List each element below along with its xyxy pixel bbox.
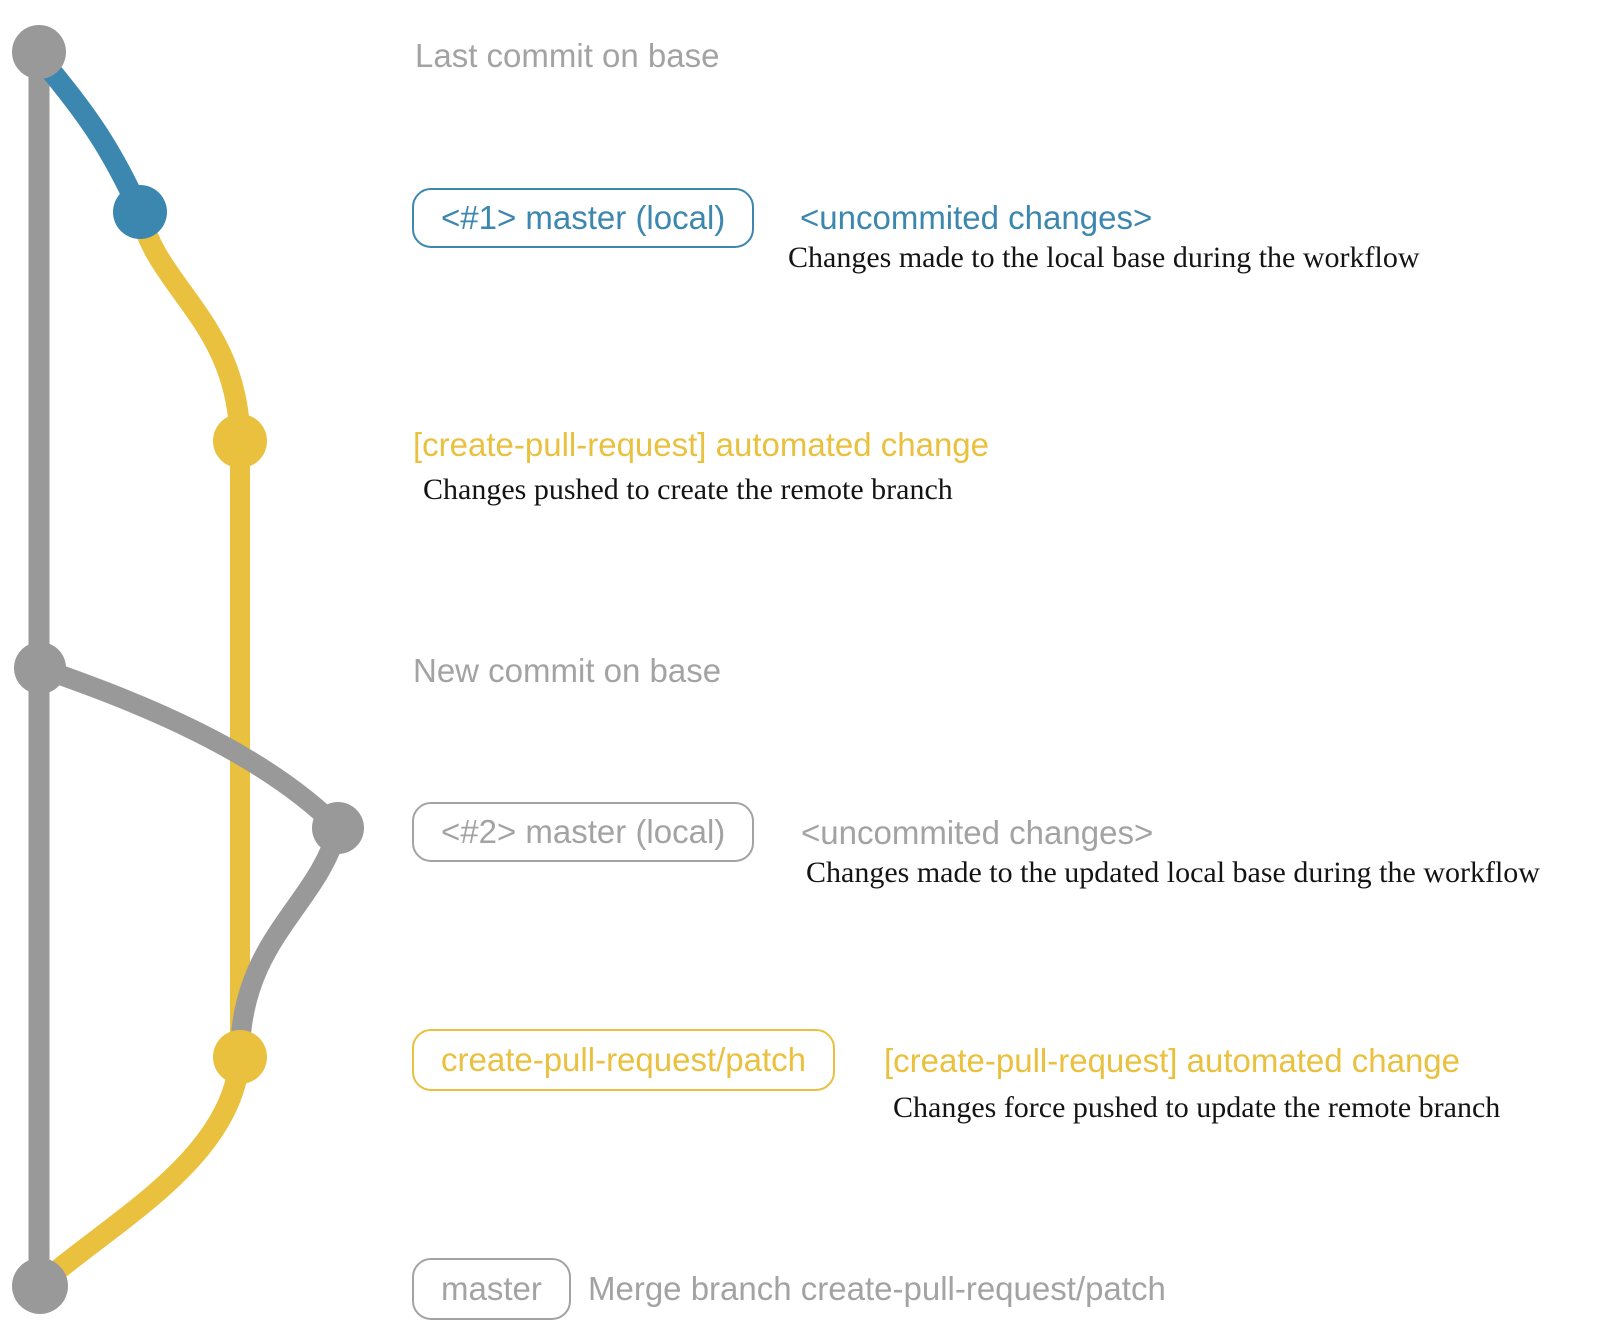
patch-branch-curve-out	[129, 209, 251, 441]
rebase-curve-in	[230, 825, 348, 1051]
tag-master: master	[412, 1258, 571, 1320]
local2-message: <uncommited changes>	[801, 814, 1154, 851]
last-commit-label: Last commit on base	[415, 37, 720, 74]
push2-message: [create-pull-request] automated change	[884, 1042, 1461, 1079]
commit-dot-local-1	[113, 185, 167, 239]
commit-dot-local-2	[312, 802, 364, 854]
tag-create-pull-request-patch: create-pull-request/patch	[412, 1029, 836, 1091]
tag-master-local-2-label: <#2> master (local)	[441, 813, 726, 850]
commit-dot-merge	[12, 1258, 68, 1314]
tag-master-label: master	[441, 1270, 542, 1307]
new-commit-label: New commit on base	[413, 652, 722, 689]
push2-description: Changes force pushed to update the remot…	[893, 1091, 1501, 1124]
tag-create-pull-request-patch-label: create-pull-request/patch	[441, 1041, 807, 1078]
push1-message: [create-pull-request] automated change	[413, 426, 990, 463]
local-branch-curve	[33, 53, 150, 217]
push1-description: Changes pushed to create the remote bran…	[423, 473, 953, 506]
git-graph	[12, 25, 364, 1314]
local2-description: Changes made to the updated local base d…	[806, 856, 1540, 889]
local1-message: <uncommited changes>	[800, 199, 1153, 236]
merge-message: Merge branch create-pull-request/patch	[588, 1270, 1166, 1307]
local1-description: Changes made to the local base during th…	[788, 241, 1420, 274]
commit-dot-new-base	[14, 642, 66, 694]
tag-master-local-2: <#2> master (local)	[412, 802, 755, 862]
commit-dot-patch-2	[213, 1030, 267, 1084]
commit-dot-last-base	[12, 25, 66, 79]
tag-master-local-1: <#1> master (local)	[412, 188, 755, 248]
commit-dot-patch-1	[213, 414, 267, 468]
rebase-curve-out	[36, 658, 346, 836]
merge-curve	[35, 1055, 251, 1291]
tag-master-local-1-label: <#1> master (local)	[441, 199, 726, 236]
